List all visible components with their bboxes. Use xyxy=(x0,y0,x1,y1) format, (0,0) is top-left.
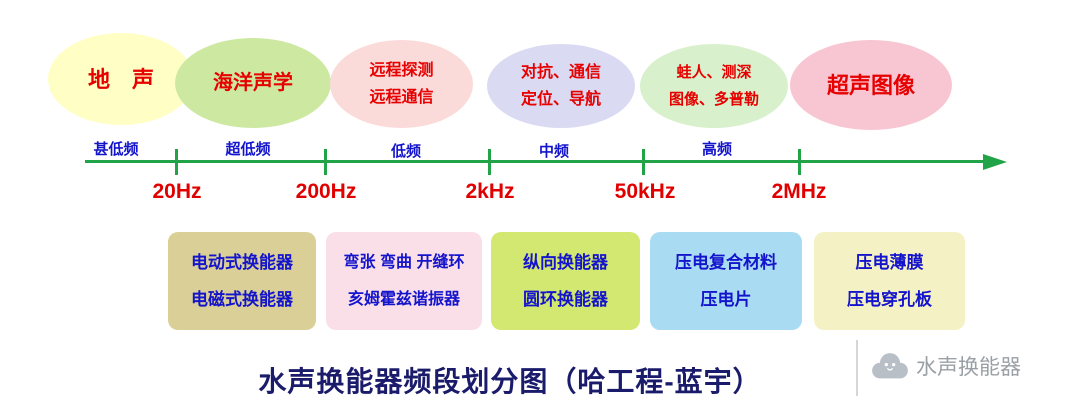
application-ellipse: 蛙人、测深 图像、多普勒 xyxy=(640,44,788,128)
ellipse-label-line: 超声图像 xyxy=(826,72,915,98)
band-label: 高频 xyxy=(701,141,733,158)
transducer-box: 压电薄膜 压电穿孔板 xyxy=(814,232,965,330)
watermark-text: 水声换能器 xyxy=(916,356,1021,379)
frequency-axis xyxy=(85,160,985,163)
application-ellipse: 海洋声学 xyxy=(175,38,331,128)
ellipse-label-line: 图像、多普勒 xyxy=(668,91,759,108)
application-ellipse: 远程探测 远程通信 xyxy=(330,40,473,128)
axis-tick xyxy=(488,149,491,175)
band-label: 超低频 xyxy=(225,141,271,158)
ellipse-label-line: 蛙人、测深 xyxy=(676,64,752,81)
box-label-line: 弯张 弯曲 开缝环 xyxy=(343,254,465,271)
watermark-divider xyxy=(856,340,858,396)
axis-tick xyxy=(175,149,178,175)
box-label-line: 电动式换能器 xyxy=(191,253,293,272)
band-label: 中频 xyxy=(538,143,570,160)
frequency-label: 20Hz xyxy=(152,180,202,203)
application-ellipse: 对抗、通信 定位、导航 xyxy=(487,44,635,128)
frequency-label: 2MHz xyxy=(771,180,827,203)
cloud-logo-icon xyxy=(868,350,912,382)
transducer-box: 纵向换能器 圆环换能器 xyxy=(491,232,640,330)
box-label-line: 电磁式换能器 xyxy=(191,290,293,309)
ellipse-label-line: 远程探测 xyxy=(369,62,434,79)
box-label-line: 圆环换能器 xyxy=(523,290,608,309)
ellipse-label-line: 定位、导航 xyxy=(520,91,601,108)
application-ellipse: 超声图像 xyxy=(790,40,952,130)
box-label-line: 亥姆霍兹谐振器 xyxy=(347,291,460,308)
box-label-line: 压电薄膜 xyxy=(855,253,924,272)
axis-arrowhead-icon xyxy=(983,153,1007,170)
box-label-line: 纵向换能器 xyxy=(523,253,608,272)
ellipse-label-line: 对抗、通信 xyxy=(520,64,601,81)
frequency-label: 200Hz xyxy=(295,180,357,203)
axis-tick xyxy=(324,149,327,175)
band-label: 低频 xyxy=(390,143,422,160)
watermark: 水声换能器 xyxy=(868,350,1021,382)
transducer-box: 电动式换能器 电磁式换能器 xyxy=(168,232,316,330)
frequency-label: 2kHz xyxy=(465,180,515,203)
axis-tick xyxy=(798,149,801,175)
diagram-title: 水声换能器频段划分图（哈工程-蓝宇） xyxy=(258,366,762,397)
transducer-box: 压电复合材料 压电片 xyxy=(650,232,802,330)
transducer-box: 弯张 弯曲 开缝环 亥姆霍兹谐振器 xyxy=(326,232,482,330)
box-label-line: 压电复合材料 xyxy=(675,253,777,272)
ellipse-label-line: 远程通信 xyxy=(369,89,434,106)
ellipse-label-line: 地 声 xyxy=(87,66,154,92)
band-label: 甚低频 xyxy=(93,141,139,158)
axis-tick xyxy=(642,149,645,175)
box-label-line: 压电片 xyxy=(700,290,752,309)
box-label-line: 压电穿孔板 xyxy=(847,290,932,309)
frequency-label: 50kHz xyxy=(614,180,676,203)
ellipse-label-line: 海洋声学 xyxy=(213,71,293,94)
application-ellipse: 地 声 xyxy=(48,33,194,125)
